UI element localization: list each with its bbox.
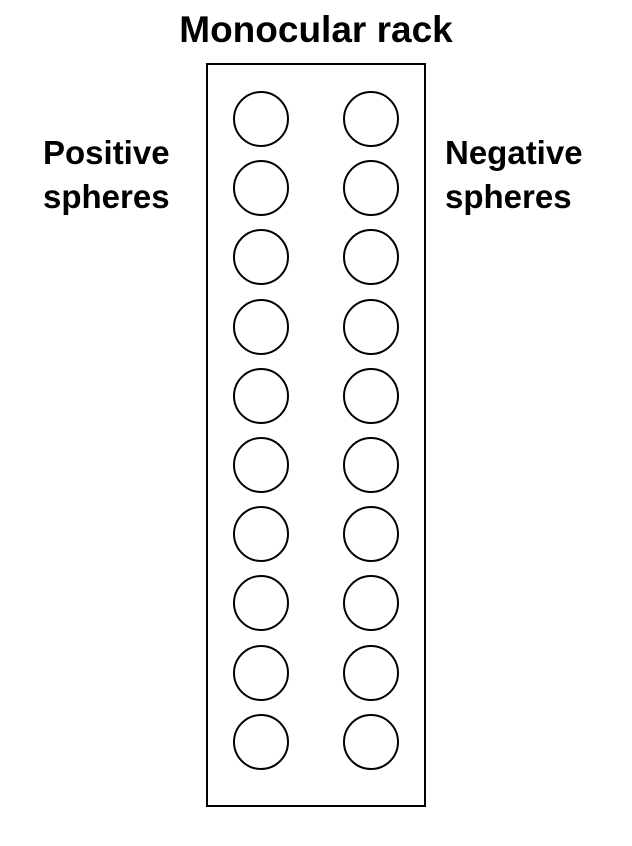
positive-spheres-label-line1: Positive <box>43 134 170 171</box>
positive-sphere-slot <box>233 644 289 701</box>
positive-sphere-slot <box>233 506 289 563</box>
negative-spheres-label-line2: spheres <box>445 178 572 215</box>
negative-spheres-label-line1: Negative <box>445 134 583 171</box>
negative-sphere-slot <box>343 644 399 701</box>
positive-sphere-slot <box>233 229 289 286</box>
positive-sphere-slot <box>233 91 289 147</box>
negative-sphere-slot <box>343 436 399 493</box>
positive-sphere-slot <box>233 367 289 424</box>
diagram-title: Monocular rack <box>179 9 453 50</box>
positive-sphere-slot <box>233 575 289 632</box>
positive-sphere-slot <box>233 298 289 355</box>
negative-sphere-slot <box>343 713 399 770</box>
negative-sphere-slot <box>343 229 399 286</box>
positive-spheres-column <box>233 91 291 783</box>
negative-sphere-slot <box>343 298 399 355</box>
negative-spheres-column <box>343 91 401 783</box>
negative-sphere-slot <box>343 506 399 563</box>
negative-sphere-slot <box>343 91 399 147</box>
negative-sphere-slot <box>343 575 399 632</box>
positive-sphere-slot <box>233 713 289 770</box>
positive-sphere-slot <box>233 436 289 493</box>
positive-sphere-slot <box>233 160 289 217</box>
positive-spheres-label: Positive spheres <box>43 131 170 219</box>
negative-spheres-label: Negative spheres <box>445 131 583 219</box>
positive-spheres-label-line2: spheres <box>43 178 170 215</box>
monocular-rack <box>206 63 426 807</box>
negative-sphere-slot <box>343 160 399 217</box>
negative-sphere-slot <box>343 367 399 424</box>
